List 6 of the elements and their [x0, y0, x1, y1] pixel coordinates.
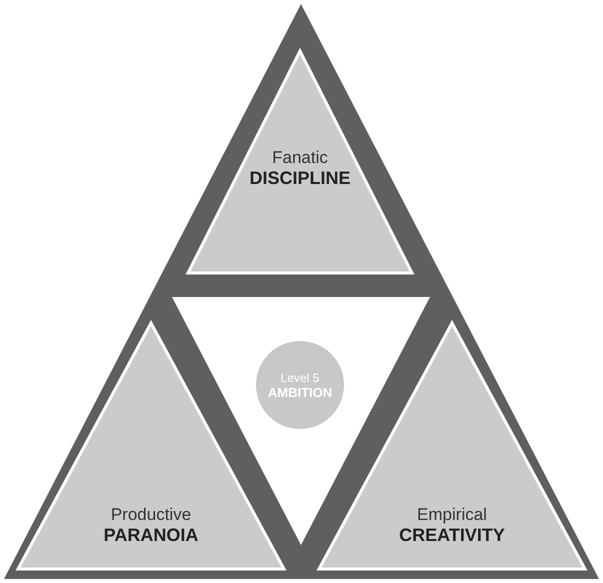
- subtitle-text: Empirical: [417, 505, 487, 525]
- subtitle-text: Fanatic: [272, 148, 328, 168]
- title-text: CREATIVITY: [399, 525, 505, 546]
- title-text: DISCIPLINE: [249, 168, 350, 189]
- subtitle-text: Productive: [110, 505, 192, 525]
- title-text: PARANOIA: [104, 525, 198, 546]
